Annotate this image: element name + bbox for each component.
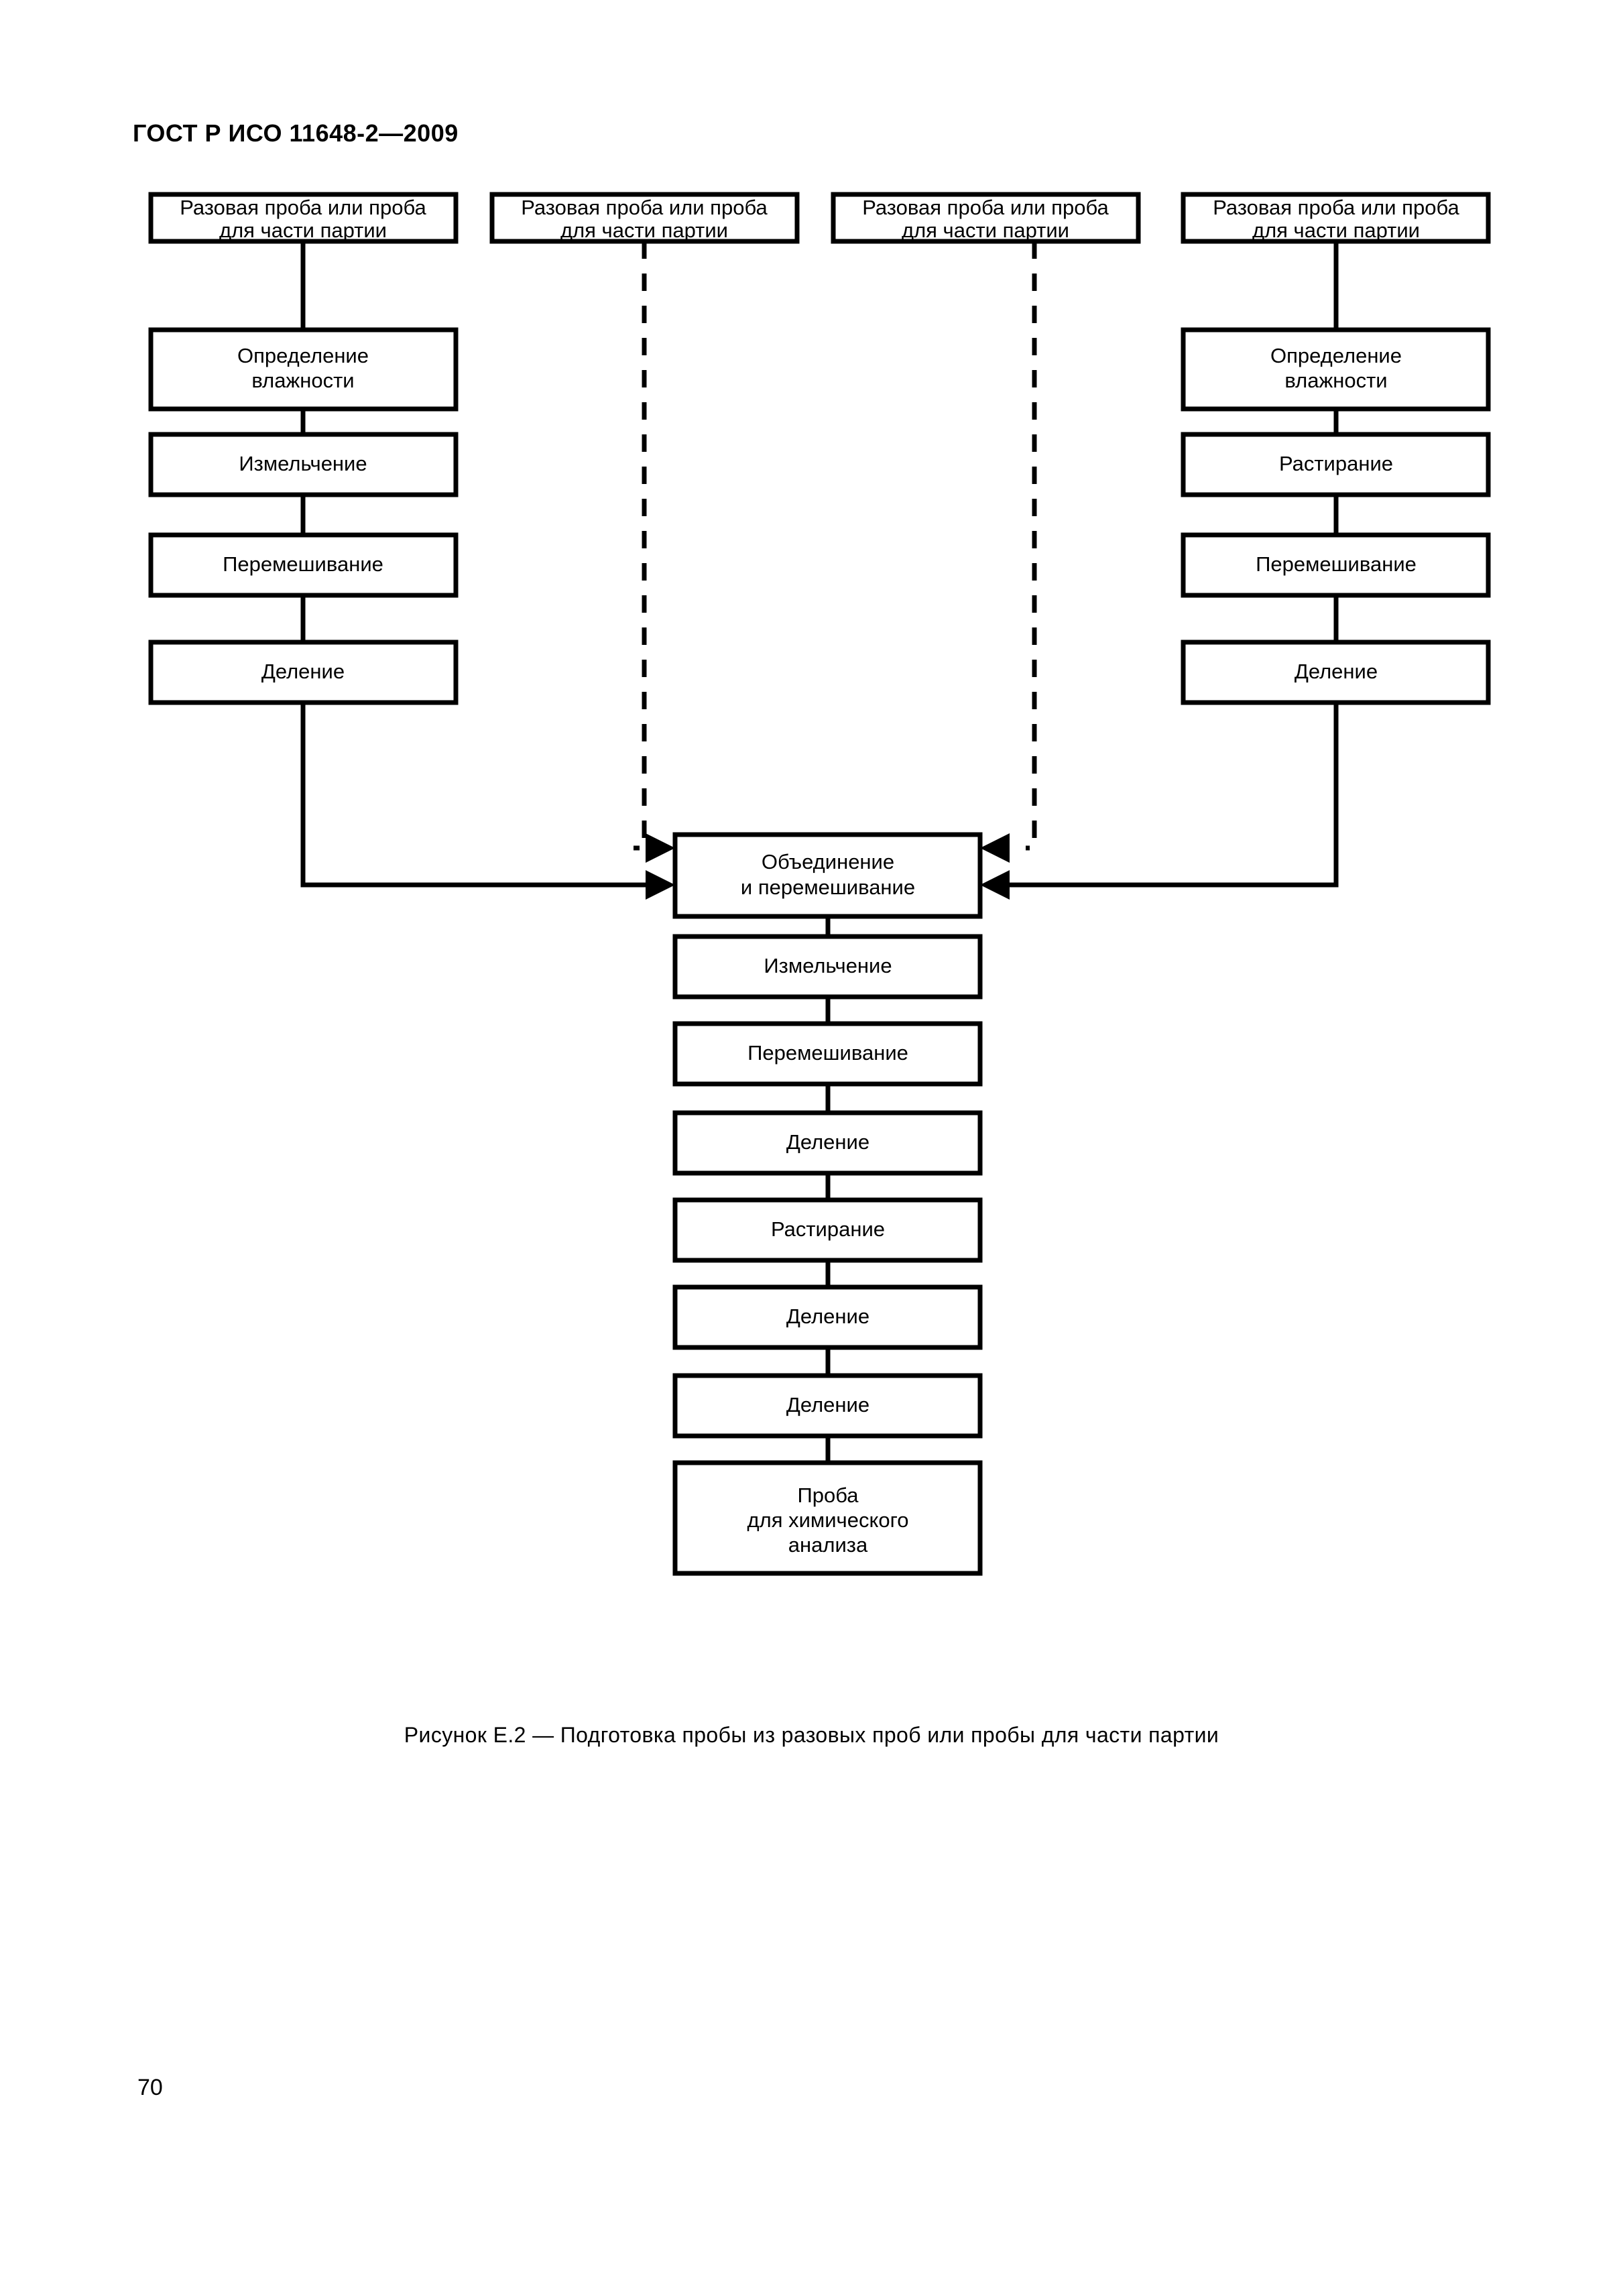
node-source-4-label-line2: для части партии xyxy=(1252,219,1420,242)
node-center-pulverizing[interactable]: Растирание xyxy=(672,1197,983,1263)
node-source-3-rect xyxy=(831,192,1141,244)
node-right-pulverizing-rect xyxy=(1181,432,1491,497)
arrowhead-right-dashed-into-merge xyxy=(980,833,1010,863)
node-center-division-2-rect xyxy=(672,1284,983,1350)
node-right-humidity[interactable]: Определение влажности xyxy=(1181,327,1491,412)
node-center-mixing-label: Перемешивание xyxy=(747,1041,908,1065)
node-right-division-label: Деление xyxy=(1295,660,1378,683)
node-left-humidity[interactable]: Определение влажности xyxy=(148,327,459,412)
node-center-division-3-label: Деление xyxy=(786,1393,869,1416)
node-center-grinding-label: Измельчение xyxy=(764,954,892,977)
figure-e2-flowchart: Разовая проба или проба для части партии… xyxy=(0,181,1623,1743)
node-final-chemical-analysis-sample[interactable]: Проба для химического анализа xyxy=(672,1460,983,1576)
node-source-2-label-line2: для части партии xyxy=(560,219,728,242)
node-final-rect xyxy=(672,1460,983,1576)
node-center-grinding[interactable]: Измельчение xyxy=(672,934,983,1000)
node-left-division-label: Деление xyxy=(261,660,345,683)
node-source-1-label-line2: для части партии xyxy=(219,219,387,242)
node-left-humidity-label-line1: Определение xyxy=(237,344,369,367)
node-source-1-rect xyxy=(148,192,459,244)
arrowhead-right-solid-into-merge xyxy=(980,870,1010,900)
page-number: 70 xyxy=(137,2075,163,2100)
node-left-humidity-label-line2: влажности xyxy=(251,369,354,392)
node-left-division[interactable]: Деление xyxy=(148,640,459,705)
node-merge-rect xyxy=(672,832,983,919)
node-source-4-label-line1: Разовая проба или проба xyxy=(1213,196,1459,219)
node-final-label-line3: анализа xyxy=(788,1533,868,1557)
node-merge-combine-and-mix[interactable]: Объединение и перемешивание xyxy=(672,832,983,919)
edge-source2-dashed-to-merge xyxy=(634,241,647,851)
node-source-1-label-line1: Разовая проба или проба xyxy=(180,196,426,219)
node-center-mixing[interactable]: Перемешивание xyxy=(672,1021,983,1087)
figure-caption: Рисунок Е.2 — Подготовка пробы из разовы… xyxy=(404,1723,1219,1747)
node-center-division-2[interactable]: Деление xyxy=(672,1284,983,1350)
document-header-standard-number: ГОСТ Р ИСО 11648-2—2009 xyxy=(133,119,459,147)
node-source-4[interactable]: Разовая проба или проба для части партии xyxy=(1181,192,1491,244)
node-right-humidity-label-line2: влажности xyxy=(1284,369,1387,392)
node-left-mixing[interactable]: Перемешивание xyxy=(148,532,459,598)
arrowhead-left-dashed-into-merge xyxy=(646,833,675,863)
node-center-grinding-rect xyxy=(672,934,983,1000)
node-merge-label-line2: и перемешивание xyxy=(741,875,915,899)
node-center-pulverizing-label: Растирание xyxy=(771,1217,885,1241)
node-center-division-1[interactable]: Деление xyxy=(672,1110,983,1176)
edge-source3-dashed-to-merge xyxy=(1026,241,1037,851)
node-source-2-rect xyxy=(489,192,800,244)
node-left-grinding-label: Измельчение xyxy=(239,452,367,475)
node-right-humidity-label-line1: Определение xyxy=(1270,344,1402,367)
edge-right-division-to-merge xyxy=(1002,703,1339,888)
node-center-pulverizing-rect xyxy=(672,1197,983,1263)
node-source-3[interactable]: Разовая проба или проба для части партии xyxy=(831,192,1141,244)
node-right-division[interactable]: Деление xyxy=(1181,640,1491,705)
node-right-mixing-rect xyxy=(1181,532,1491,598)
flowchart-canvas: Разовая проба или проба для части партии… xyxy=(148,192,1491,1576)
node-center-division-2-label: Деление xyxy=(786,1305,869,1328)
node-center-division-3-rect xyxy=(672,1373,983,1439)
node-merge-label-line1: Объединение xyxy=(762,850,894,873)
node-left-humidity-rect xyxy=(148,327,459,412)
node-left-division-rect xyxy=(148,640,459,705)
node-source-2-label-line1: Разовая проба или проба xyxy=(521,196,768,219)
node-source-3-label-line2: для части партии xyxy=(902,219,1069,242)
node-right-mixing-label: Перемешивание xyxy=(1256,552,1417,576)
node-source-3-label-line1: Разовая проба или проба xyxy=(862,196,1109,219)
node-left-mixing-label: Перемешивание xyxy=(223,552,383,576)
node-center-division-1-rect xyxy=(672,1110,983,1176)
node-left-grinding[interactable]: Измельчение xyxy=(148,432,459,497)
node-right-pulverizing[interactable]: Растирание xyxy=(1181,432,1491,497)
node-final-label-line2: для химического xyxy=(747,1508,909,1532)
node-right-division-rect xyxy=(1181,640,1491,705)
edge-left-division-to-merge xyxy=(300,703,654,888)
node-right-humidity-rect xyxy=(1181,327,1491,412)
node-left-grinding-rect xyxy=(148,432,459,497)
node-left-mixing-rect xyxy=(148,532,459,598)
arrowhead-left-solid-into-merge xyxy=(646,870,675,900)
node-source-4-rect xyxy=(1181,192,1491,244)
node-center-division-3[interactable]: Деление xyxy=(672,1373,983,1439)
node-right-mixing[interactable]: Перемешивание xyxy=(1181,532,1491,598)
node-center-division-1-label: Деление xyxy=(786,1130,869,1154)
node-final-label-line1: Проба xyxy=(797,1484,859,1507)
node-right-pulverizing-label: Растирание xyxy=(1279,452,1393,475)
node-center-mixing-rect xyxy=(672,1021,983,1087)
node-source-1[interactable]: Разовая проба или проба для части партии xyxy=(148,192,459,244)
node-source-2[interactable]: Разовая проба или проба для части партии xyxy=(489,192,800,244)
